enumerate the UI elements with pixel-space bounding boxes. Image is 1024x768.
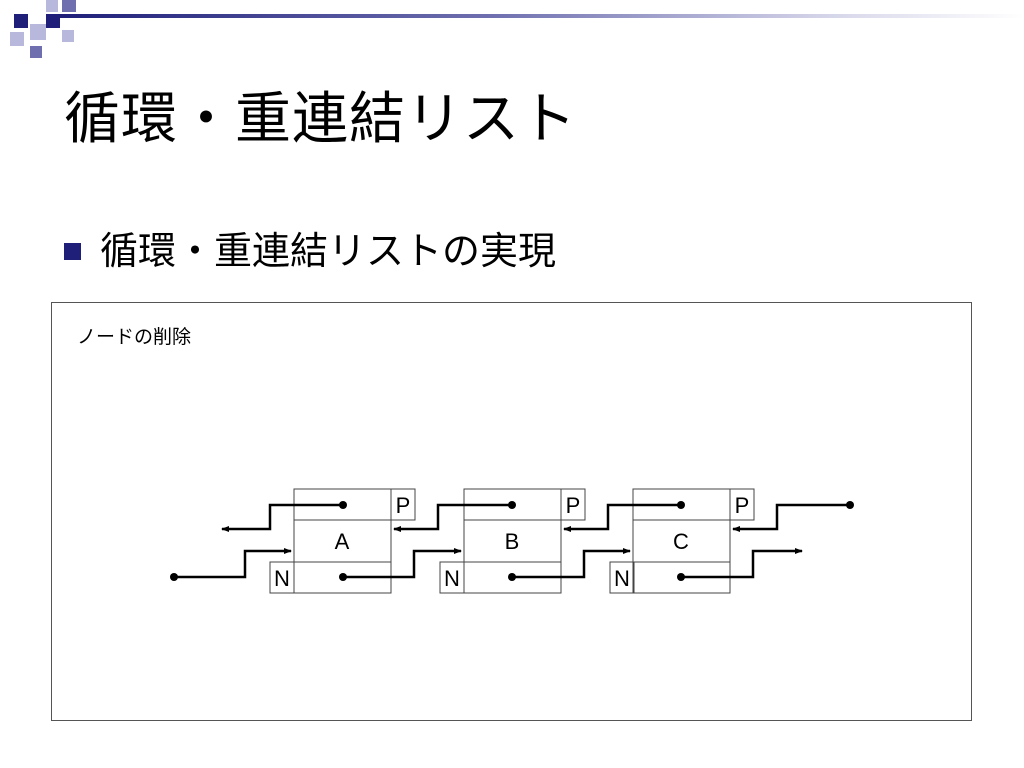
pointer-dot xyxy=(677,501,685,509)
next-pointer-label: N xyxy=(614,566,630,591)
prev-label-box-b: P xyxy=(560,488,586,521)
tail-prev-arrow xyxy=(732,503,850,532)
b-next-arrow xyxy=(512,548,631,579)
pointer-dot xyxy=(339,501,347,509)
c-prev-arrow xyxy=(563,503,681,532)
bullet-text: 循環・重連結リストの実現 xyxy=(100,229,557,273)
header-decoration-bar xyxy=(58,14,1024,18)
node-label: C xyxy=(673,529,689,554)
prev-pointer-label: P xyxy=(396,493,411,518)
next-label-box-b: N xyxy=(439,561,465,594)
list-node-c: C xyxy=(632,488,731,594)
logo-square-dark xyxy=(46,14,60,28)
next-label-box-c: N xyxy=(609,561,635,594)
logo-square-light xyxy=(30,24,46,40)
prev-pointer-label: P xyxy=(735,493,750,518)
pointer-dot xyxy=(846,501,854,509)
head-next-arrow xyxy=(174,548,292,579)
logo-square-mid xyxy=(62,0,76,12)
node-label: A xyxy=(335,529,350,554)
pointer-dot xyxy=(170,573,178,581)
next-label-box-a: N xyxy=(269,561,295,594)
node-label: B xyxy=(505,529,520,554)
logo-square-mid xyxy=(30,46,42,58)
a-prev-arrow xyxy=(221,503,343,532)
logo-square-dark xyxy=(14,14,28,28)
b-prev-arrow xyxy=(393,503,512,532)
logo-square-light xyxy=(46,0,58,12)
list-node-b: B xyxy=(463,488,562,594)
c-next-arrow xyxy=(681,548,803,579)
square-bullet-icon xyxy=(64,242,81,260)
bullet-item: 循環・重連結リストの実現 xyxy=(64,232,556,270)
pointer-dot xyxy=(508,573,516,581)
prev-pointer-label: P xyxy=(566,493,581,518)
prev-label-box-c: P xyxy=(729,488,755,521)
next-pointer-label: N xyxy=(274,566,290,591)
prev-label-box-a: P xyxy=(390,488,416,521)
pointer-dot xyxy=(508,501,516,509)
a-next-arrow xyxy=(343,548,462,579)
diagram-panel xyxy=(51,302,972,721)
pointer-dot xyxy=(677,573,685,581)
slide-title: 循環・重連結リスト xyxy=(64,87,577,152)
list-node-a: A xyxy=(293,488,392,594)
next-pointer-label: N xyxy=(444,566,460,591)
pointer-dot xyxy=(339,573,347,581)
logo-square-light xyxy=(10,32,24,46)
logo-square-light xyxy=(62,30,74,42)
diagram-caption: ノードの削除 xyxy=(77,326,192,348)
